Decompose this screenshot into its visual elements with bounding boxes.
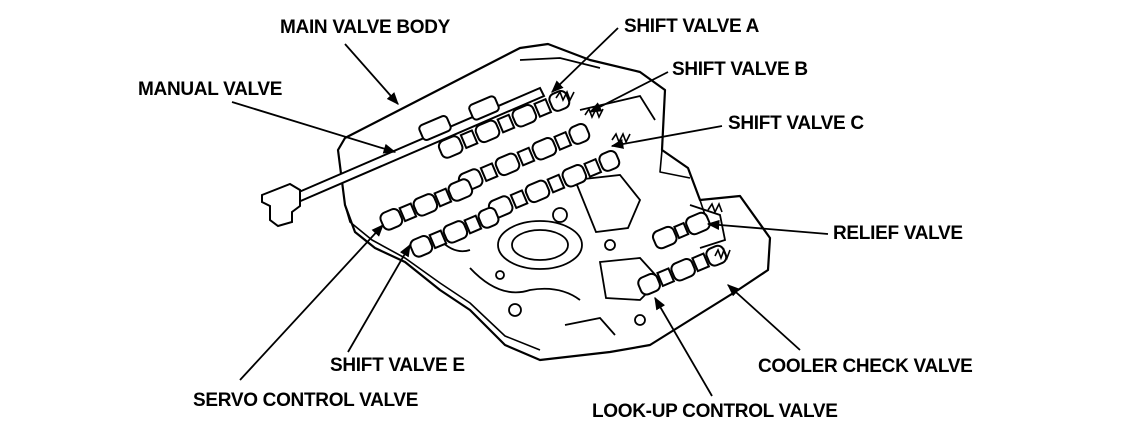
leader-cooler-check-valve (727, 284, 801, 351)
label-shift-valve-e: SHIFT VALVE E (330, 355, 465, 376)
leader-lines (231, 27, 829, 397)
leader-shift-valve-a (551, 27, 619, 93)
leader-shift-valve-c (610, 125, 723, 149)
label-servo-control-valve: SERVO CONTROL VALVE (193, 390, 419, 411)
label-main-valve-body: MAIN VALVE BODY (280, 17, 451, 38)
main-valve-body-plate (336, 42, 772, 362)
label-cooler-check-valve: COOLER CHECK VALVE (758, 356, 973, 377)
label-shift-valve-c: SHIFT VALVE C (728, 113, 864, 134)
leader-servo-control-valve (239, 224, 384, 381)
leader-shift-valve-e (347, 243, 411, 353)
leader-main-valve-body (344, 43, 399, 105)
manual-valve-shape (261, 86, 546, 228)
leader-manual-valve (231, 101, 397, 154)
label-lockup-control-valve: LOOK-UP CONTROL VALVE (592, 401, 838, 422)
label-shift-valve-a: SHIFT VALVE A (624, 16, 760, 37)
label-manual-valve: MANUAL VALVE (138, 79, 283, 100)
label-relief-valve: RELIEF VALVE (833, 223, 963, 244)
valve-springs (555, 90, 731, 261)
leader-lockup-control-valve (654, 296, 713, 397)
spool-valves (379, 89, 728, 296)
label-shift-valve-b: SHIFT VALVE B (672, 59, 808, 80)
leader-relief-valve (706, 219, 829, 235)
leader-shift-valve-b (588, 71, 669, 113)
